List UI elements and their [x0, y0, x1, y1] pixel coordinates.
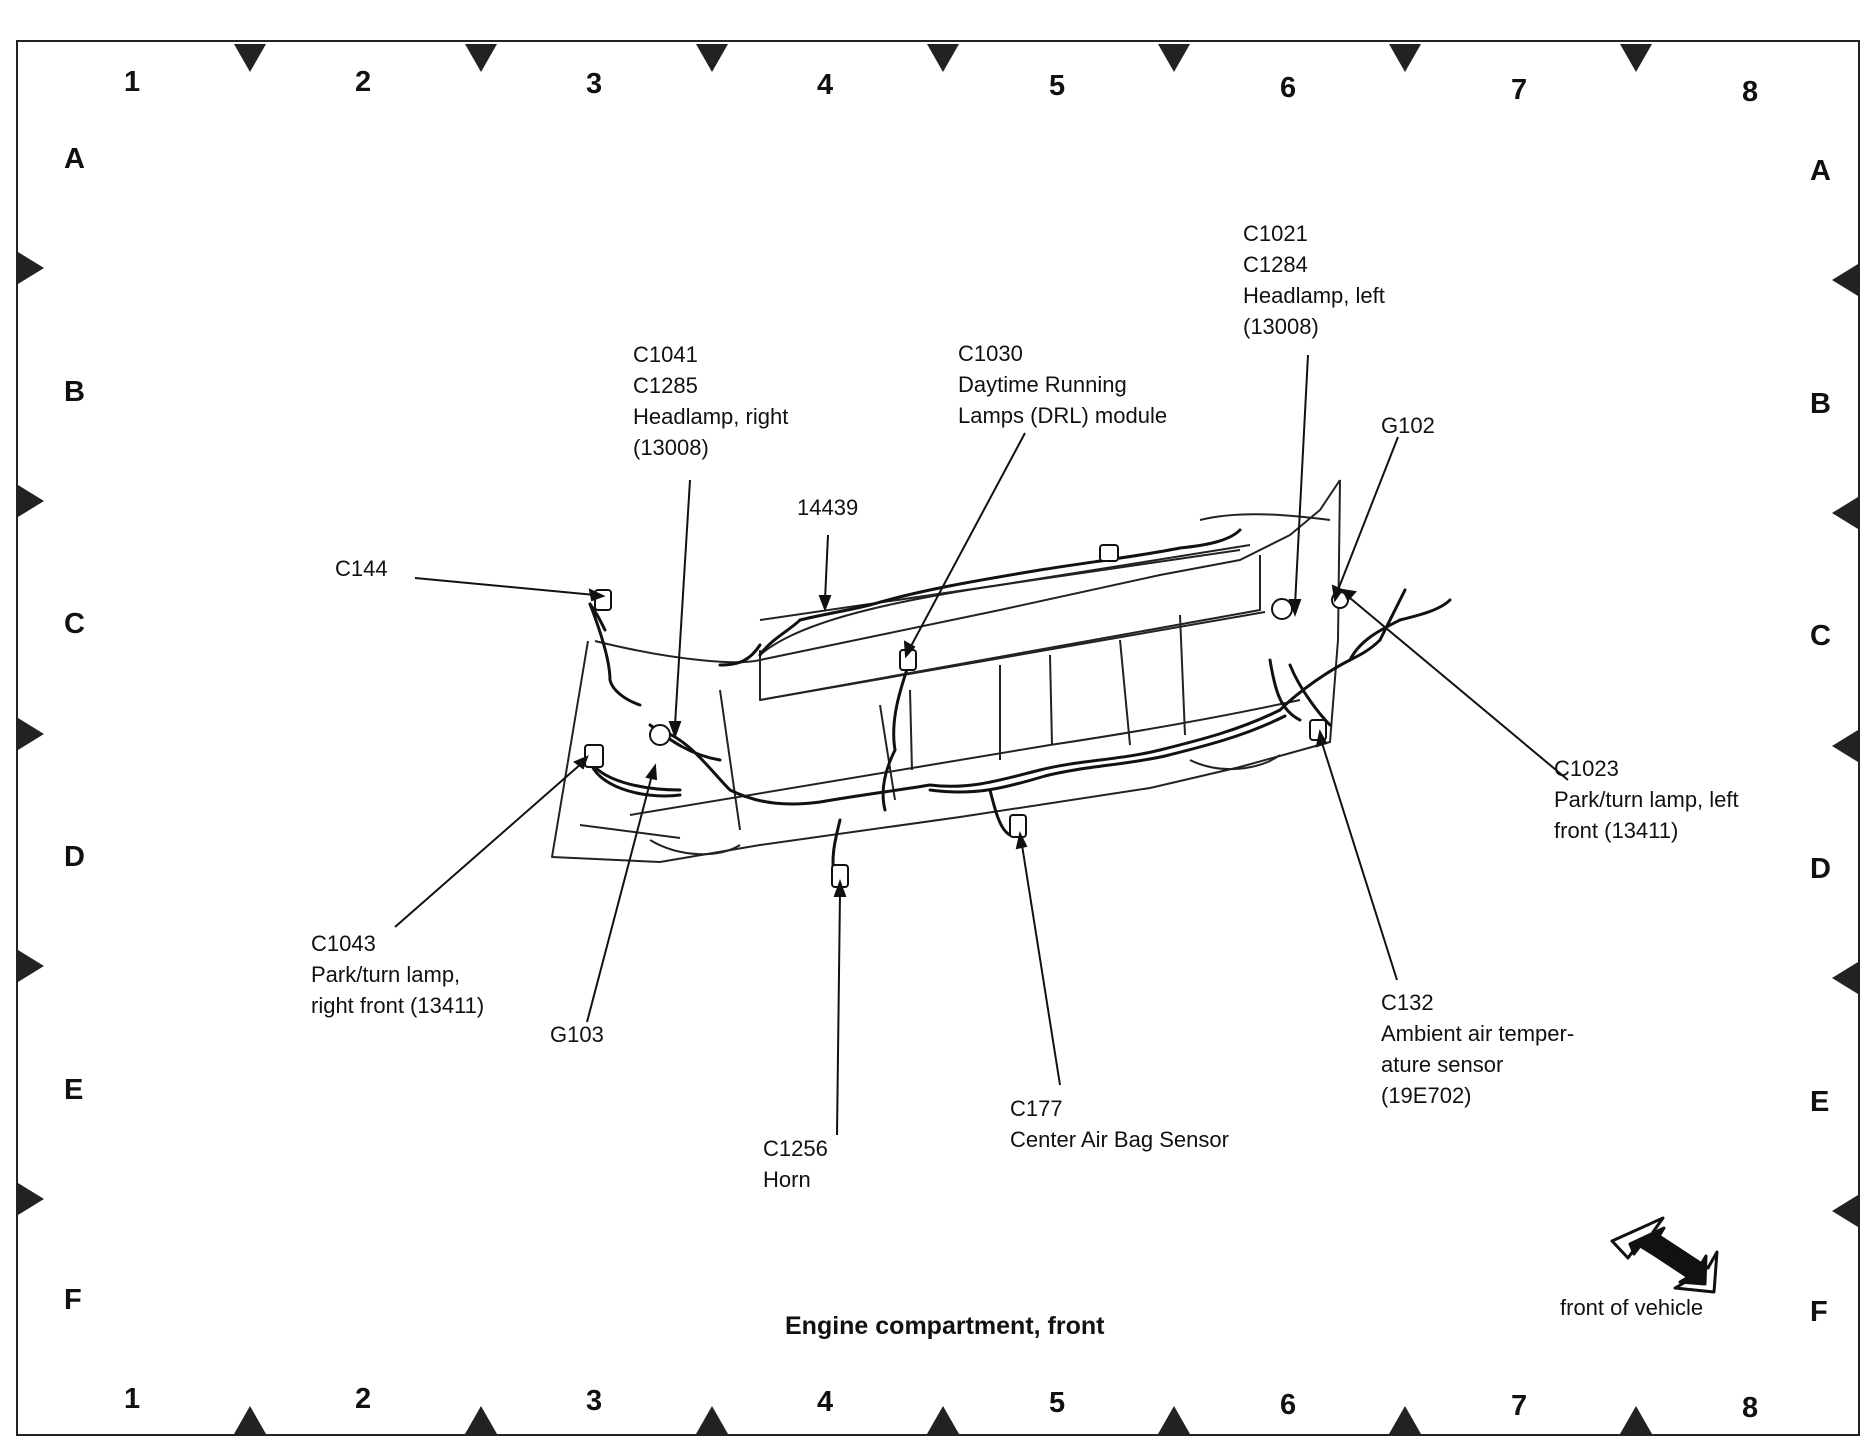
row-label-right-C: C	[1810, 620, 1831, 652]
label-c132-line-3: ature sensor	[1381, 1052, 1504, 1077]
row-label-left-E: E	[64, 1074, 84, 1106]
row-label-left-F: F	[64, 1284, 82, 1316]
label-c1043-park-turn-right: C1043 Park/turn lamp, right front (13411…	[311, 928, 484, 1021]
label-c177-line-2: Center Air Bag Sensor	[1010, 1127, 1229, 1152]
grid-markers	[18, 44, 1858, 1434]
row-label-left-A: A	[64, 143, 85, 175]
label-c1030-line-3: Lamps (DRL) module	[958, 403, 1168, 428]
diagram-frame	[16, 40, 1860, 1436]
label-14439: 14439	[797, 492, 858, 523]
label-c1021-line-4: (13008)	[1243, 314, 1319, 339]
row-label-right-A: A	[1810, 155, 1831, 187]
col-label-bottom-4: 4	[817, 1386, 834, 1418]
col-label-bottom-3: 3	[586, 1385, 603, 1417]
col-label-top-7: 7	[1511, 74, 1528, 106]
label-c1041-line-4: (13008)	[633, 435, 709, 460]
connectors	[584, 544, 1349, 888]
row-label-left-D: D	[64, 841, 85, 873]
row-label-right-E: E	[1810, 1086, 1830, 1118]
label-c1021-headlamp-left: C1021 C1284 Headlamp, left (13008)	[1243, 218, 1385, 342]
label-c1256-line-2: Horn	[763, 1167, 811, 1192]
label-c1256-line-1: C1256	[763, 1136, 828, 1161]
row-label-right-D: D	[1810, 853, 1831, 885]
col-label-bottom-7: 7	[1511, 1390, 1528, 1422]
label-c1030-drl-module: C1030 Daytime Running Lamps (DRL) module	[958, 338, 1167, 431]
col-label-top-5: 5	[1049, 70, 1066, 102]
row-label-right-B: B	[1810, 388, 1831, 420]
col-label-top-2: 2	[355, 66, 372, 98]
diagram-caption: Engine compartment, front	[785, 1312, 1105, 1340]
label-c1041-line-2: C1285	[633, 373, 698, 398]
label-c1041-headlamp-right: C1041 C1285 Headlamp, right (13008)	[633, 339, 788, 463]
label-c1256-horn: C1256 Horn	[763, 1133, 828, 1195]
label-c1043-line-1: C1043	[311, 931, 376, 956]
label-c1023-park-turn-left: C1023 Park/turn lamp, left front (13411)	[1554, 753, 1739, 846]
label-g102: G102	[1381, 410, 1435, 441]
label-c1021-line-2: C1284	[1243, 252, 1308, 277]
label-c132-line-2: Ambient air temper-	[1381, 1021, 1575, 1046]
label-c1023-line-2: Park/turn lamp, left	[1554, 787, 1739, 812]
label-c1041-line-1: C1041	[633, 342, 698, 367]
front-of-vehicle-arrow-icon	[1610, 1216, 1719, 1294]
front-of-vehicle-label: front of vehicle	[1560, 1295, 1704, 1320]
label-g103-line-1: G103	[550, 1022, 604, 1047]
label-c144: C144	[335, 553, 388, 584]
col-label-top-4: 4	[817, 69, 834, 101]
col-label-bottom-6: 6	[1280, 1389, 1297, 1421]
col-label-bottom-2: 2	[355, 1383, 372, 1415]
label-c132-line-4: (19E702)	[1381, 1083, 1472, 1108]
col-label-top-3: 3	[586, 68, 603, 100]
col-label-bottom-5: 5	[1049, 1387, 1066, 1419]
row-label-left-B: B	[64, 376, 85, 408]
label-c1030-line-2: Daytime Running	[958, 372, 1127, 397]
leader-lines	[394, 354, 1569, 1136]
label-c132-ambient-air-sensor: C132 Ambient air temper- ature sensor (1…	[1381, 987, 1574, 1111]
label-c1023-line-3: front (13411)	[1554, 818, 1679, 843]
row-label-right-F: F	[1810, 1296, 1828, 1328]
label-g102-line-1: G102	[1381, 413, 1435, 438]
label-c1043-line-2: Park/turn lamp,	[311, 962, 461, 987]
col-label-top-8: 8	[1742, 76, 1759, 108]
label-c1030-line-1: C1030	[958, 341, 1023, 366]
label-c1021-line-3: Headlamp, left	[1243, 283, 1385, 308]
label-c1023-line-1: C1023	[1554, 756, 1619, 781]
col-label-top-1: 1	[124, 66, 141, 98]
row-label-left-C: C	[64, 608, 85, 640]
col-label-bottom-1: 1	[124, 1383, 141, 1415]
label-c177-line-1: C177	[1010, 1096, 1063, 1121]
label-c144-line-1: C144	[335, 556, 388, 581]
col-label-bottom-8: 8	[1742, 1392, 1759, 1424]
label-c132-line-1: C132	[1381, 990, 1434, 1015]
label-14439-line-1: 14439	[797, 495, 859, 520]
col-label-top-6: 6	[1280, 72, 1297, 104]
label-c177-air-bag-sensor: C177 Center Air Bag Sensor	[1010, 1093, 1229, 1155]
label-c1041-line-3: Headlamp, right	[633, 404, 789, 429]
label-g103: G103	[550, 1019, 604, 1050]
label-c1043-line-3: right front (13411)	[311, 993, 485, 1018]
bumper-body	[551, 479, 1341, 863]
label-c1021-line-1: C1021	[1243, 221, 1308, 246]
wiring-harness	[588, 528, 1452, 882]
